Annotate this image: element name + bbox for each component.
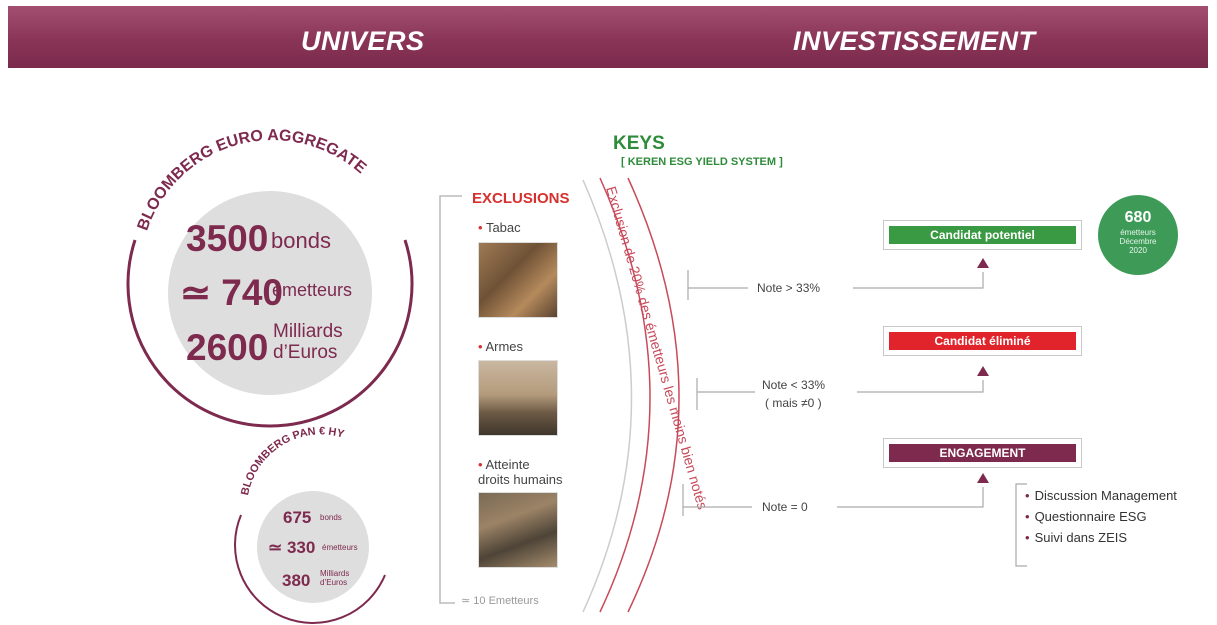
euro-aggregate-disc bbox=[168, 191, 372, 395]
bullet-icon: • bbox=[478, 457, 483, 472]
list-item: • Questionnaire ESG bbox=[1025, 509, 1177, 524]
engagement-list-bracket bbox=[1015, 483, 1027, 567]
euro-aggregate-title: BLOOMBERG EURO AGGREGATE bbox=[135, 127, 370, 233]
pan-issuers-value: ≃ 330 bbox=[268, 538, 316, 557]
list-item: • Suivi dans ZEIS bbox=[1025, 530, 1177, 545]
exclusion-item-label: Armes bbox=[485, 339, 524, 354]
bullet-icon: • bbox=[1025, 509, 1030, 524]
bullet-icon: • bbox=[1025, 488, 1030, 503]
exclusion-item-tabac: • Tabac bbox=[478, 220, 521, 235]
note-mid-1: Note < 33% bbox=[762, 378, 826, 392]
euro-amount-label-1: Milliards bbox=[273, 321, 343, 342]
header-banner: UNIVERS INVESTISSEMENT bbox=[8, 6, 1208, 68]
exclusion-arc-red bbox=[599, 177, 651, 613]
note-mid-2: ( mais ≠0 ) bbox=[765, 396, 822, 410]
candidate-potential-label: Candidat potentiel bbox=[889, 226, 1076, 244]
bullet-icon: • bbox=[1025, 530, 1030, 545]
bullet-icon: • bbox=[478, 220, 483, 235]
pan-issuers-label: émetteurs bbox=[322, 543, 358, 552]
arrow-up-icon bbox=[977, 366, 989, 376]
keys-title: KEYS bbox=[613, 133, 665, 154]
engagement-box: ENGAGEMENT bbox=[883, 438, 1082, 468]
engagement-item-label: Suivi dans ZEIS bbox=[1034, 530, 1128, 545]
exclusion-arc-grey bbox=[582, 179, 633, 613]
badge-line-3: 2020 bbox=[1129, 246, 1147, 255]
header-left-title: UNIVERS bbox=[301, 26, 425, 56]
pan-amount-value: 380 bbox=[282, 571, 311, 590]
exclusion-item-human-rights: • Atteinte droits humains bbox=[478, 457, 563, 487]
tobacco-photo bbox=[478, 242, 558, 318]
engagement-item-label: Discussion Management bbox=[1034, 488, 1177, 503]
exclusions-footnote: ≃ 10 Emetteurs bbox=[461, 595, 539, 607]
note-zero: Note = 0 bbox=[762, 500, 808, 514]
human-rights-photo bbox=[478, 492, 558, 568]
exclusion-arc-red-outer bbox=[627, 177, 680, 613]
engagement-item-label: Questionnaire ESG bbox=[1034, 509, 1147, 524]
engagement-label: ENGAGEMENT bbox=[889, 444, 1076, 462]
euro-amount-value: 2600 bbox=[186, 327, 269, 368]
badge-line-1: émetteurs bbox=[1120, 228, 1156, 237]
pan-amount-label-2: d’Euros bbox=[320, 578, 348, 587]
list-item: • Discussion Management bbox=[1025, 488, 1177, 503]
pan-hy-title: BLOOMBERG PAN € HY bbox=[239, 425, 346, 496]
badge-value: 680 bbox=[1124, 209, 1152, 226]
keys-subtitle: [ KEREN ESG YIELD SYSTEM ] bbox=[621, 156, 783, 168]
exclusions-bracket bbox=[439, 195, 462, 604]
euro-issuers-value: ≃ 740 bbox=[180, 272, 284, 313]
euro-issuers-label: émetteurs bbox=[272, 280, 353, 300]
euro-bonds-label: bonds bbox=[271, 228, 331, 253]
header-right-title: INVESTISSEMENT bbox=[793, 26, 1036, 56]
svg-text:BLOOMBERG EURO AGGREGATE: BLOOMBERG EURO AGGREGATE bbox=[135, 127, 370, 233]
exclusion-item-label: Tabac bbox=[485, 220, 521, 235]
pan-amount-label-1: Milliards bbox=[320, 569, 350, 578]
arrow-up-icon bbox=[977, 473, 989, 483]
euro-bonds-value: 3500 bbox=[186, 218, 269, 259]
candidate-eliminated-label: Candidat éliminé bbox=[889, 332, 1076, 350]
badge-caption: émetteurs Décembre 2020 bbox=[1098, 228, 1178, 255]
svg-text:BLOOMBERG PAN € HY: BLOOMBERG PAN € HY bbox=[239, 425, 346, 496]
exclusion-item-label-2: droits humains bbox=[478, 472, 563, 487]
badge-line-2: Décembre bbox=[1119, 237, 1157, 246]
note-high: Note > 33% bbox=[757, 281, 821, 295]
pan-bonds-value: 675 bbox=[283, 508, 312, 527]
candidate-eliminated-box: Candidat éliminé bbox=[883, 326, 1082, 356]
euro-aggregate-ring bbox=[126, 239, 414, 428]
engagement-list: • Discussion Management • Questionnaire ES… bbox=[1025, 488, 1177, 551]
arrow-up-icon bbox=[977, 258, 989, 268]
bullet-icon: • bbox=[478, 339, 483, 354]
euro-amount-label-2: d’Euros bbox=[273, 342, 338, 363]
exclusion-item-label: Atteinte bbox=[485, 457, 530, 472]
pan-bonds-label: bonds bbox=[320, 513, 342, 522]
pan-hy-disc bbox=[257, 491, 369, 603]
weapons-photo bbox=[478, 360, 558, 436]
candidate-potential-box: Candidat potentiel bbox=[883, 220, 1082, 250]
issuers-count-badge: 680 émetteurs Décembre 2020 bbox=[1098, 195, 1178, 275]
pan-hy-ring bbox=[234, 514, 386, 624]
exclusion-item-armes: • Armes bbox=[478, 339, 523, 354]
exclusions-title: EXCLUSIONS bbox=[472, 190, 570, 207]
